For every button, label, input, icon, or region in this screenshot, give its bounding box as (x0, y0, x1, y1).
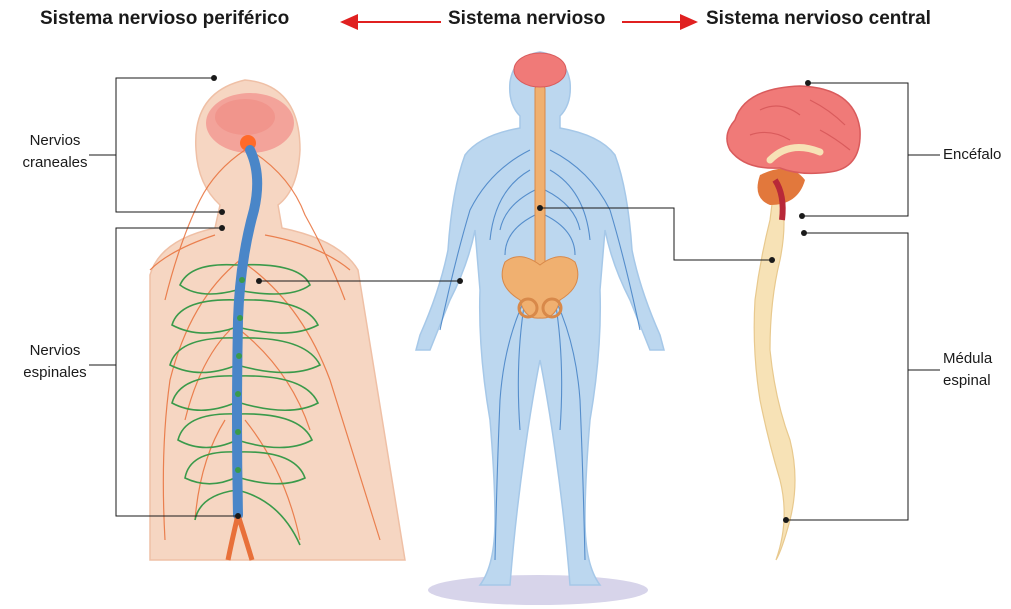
label-cord-line1: Médula (943, 348, 992, 370)
spinal-cord-right (754, 180, 795, 560)
label-spinal-nerves: Nervios espinales (22, 340, 88, 384)
label-spinal-line1: Nervios (22, 340, 88, 362)
label-cranial-nerves: Nervios craneales (22, 130, 88, 174)
label-brain: Encéfalo (943, 144, 1001, 166)
brain-center (514, 53, 566, 87)
central-figure (727, 86, 860, 560)
label-cranial-line1: Nervios (22, 130, 88, 152)
peripheral-figure (150, 80, 405, 560)
label-spinal-line2: espinales (22, 362, 88, 384)
label-cranial-line2: craneales (22, 152, 88, 174)
label-cord-line2: espinal (943, 370, 992, 392)
spine-center (535, 85, 545, 275)
center-figure (416, 52, 664, 605)
brain-right (727, 86, 860, 173)
label-spinal-cord: Médula espinal (943, 348, 992, 392)
